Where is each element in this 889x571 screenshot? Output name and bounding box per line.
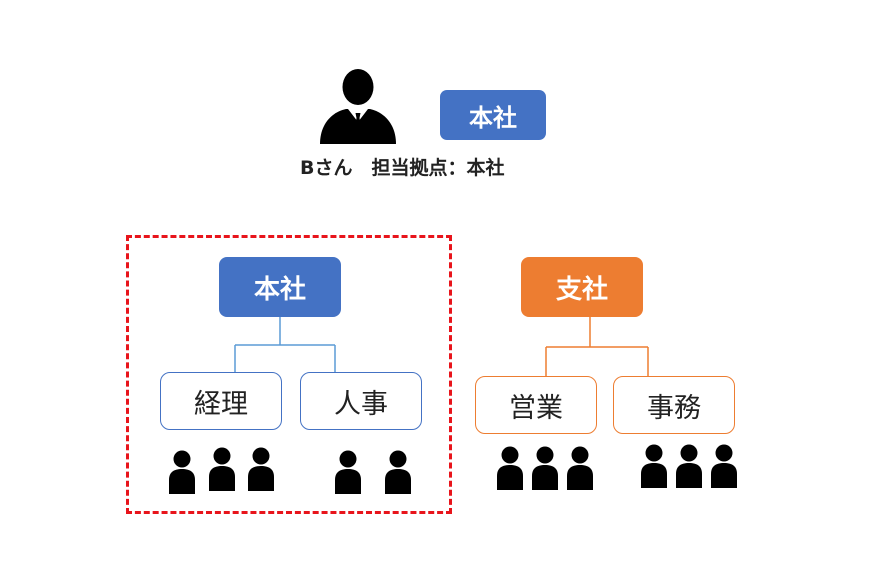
- highlight-region: [126, 235, 452, 514]
- person-icon: [641, 444, 667, 488]
- user-location-badge: 本社: [440, 90, 546, 140]
- person-icon: [567, 446, 593, 490]
- shisha-box: 支社: [521, 257, 643, 317]
- dept-keiri-box: 経理: [160, 372, 282, 430]
- businessman-icon: [320, 69, 396, 144]
- person-icon: [532, 446, 558, 490]
- person-icon: [335, 450, 361, 494]
- honsha-box: 本社: [219, 257, 341, 317]
- shisha-connector-lines: [545, 317, 649, 376]
- person-icon: [711, 444, 737, 488]
- person-icon: [169, 450, 195, 494]
- dept-jimu-box: 事務: [613, 376, 735, 434]
- dept-jinji-box: 人事: [300, 372, 422, 430]
- person-icon: [209, 447, 235, 491]
- person-icon: [385, 450, 411, 494]
- person-icon: [676, 444, 702, 488]
- person-icon: [248, 447, 274, 491]
- dept-eigyo-box: 営業: [475, 376, 597, 434]
- user-caption: Bさん 担当拠点：本社: [300, 156, 505, 179]
- person-icon: [497, 446, 523, 490]
